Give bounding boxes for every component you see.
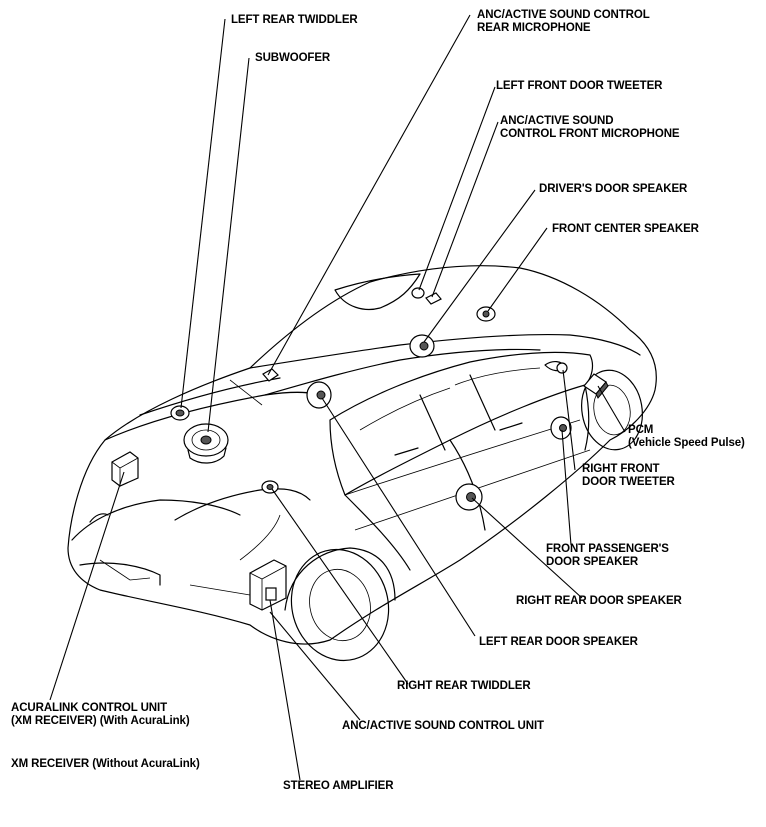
leader-lines xyxy=(49,14,626,781)
leader-right-rear-door-speaker xyxy=(471,497,583,599)
leader-subwoofer xyxy=(207,57,250,433)
anc-rear-microphone-icon xyxy=(262,368,279,382)
label-acuralink-line1: ACURALINK CONTROL UNIT xyxy=(11,702,168,714)
label-subwoofer: SUBWOOFER xyxy=(255,52,331,64)
label-pcm: PCM (Vehicle Speed Pulse) xyxy=(628,424,745,450)
left-rear-door-speaker-icon xyxy=(306,381,332,409)
leader-left-rear-door-speaker xyxy=(321,397,476,637)
leader-right-rear-twiddler xyxy=(271,488,409,685)
label-front-passenger-door-speaker-line1: FRONT PASSENGER'S xyxy=(546,543,669,555)
label-anc-front-microphone: ANC/ACTIVE SOUND CONTROL FRONT MICROPHON… xyxy=(500,115,680,141)
leader-right-front-door-tweeter xyxy=(562,369,576,471)
label-front-passenger-door-speaker-line2: DOOR SPEAKER xyxy=(546,556,639,568)
pcm-icon xyxy=(583,373,609,399)
leader-anc-front-microphone xyxy=(431,121,499,298)
label-right-front-door-tweeter: RIGHT FRONT DOOR TWEETER xyxy=(582,463,675,489)
label-front-passenger-door-speaker: FRONT PASSENGER'S DOOR SPEAKER xyxy=(546,543,669,569)
stereo-amplifier-icon xyxy=(249,559,287,611)
leader-anc-rear-microphone xyxy=(267,14,471,376)
anc-front-microphone-icon xyxy=(425,292,442,305)
front-center-speaker-icon xyxy=(476,306,496,322)
leader-stereo-amplifier xyxy=(269,599,301,781)
leader-acuralink xyxy=(49,471,125,701)
right-rear-door-speaker-icon xyxy=(455,483,483,511)
acuralink-control-unit-icon xyxy=(111,451,139,487)
label-right-rear-twiddler: RIGHT REAR TWIDDLER xyxy=(397,680,531,692)
label-right-rear-door-speaker: RIGHT REAR DOOR SPEAKER xyxy=(516,595,682,607)
label-left-front-door-tweeter: LEFT FRONT DOOR TWEETER xyxy=(496,80,663,92)
label-anc-rear-microphone: ANC/ACTIVE SOUND CONTROL REAR MICROPHONE xyxy=(477,9,650,35)
label-anc-front-microphone-line2: CONTROL FRONT MICROPHONE xyxy=(500,128,680,140)
label-right-front-door-tweeter-line2: DOOR TWEETER xyxy=(582,476,675,488)
leader-drivers-door-speaker xyxy=(423,189,536,343)
label-left-rear-door-speaker: LEFT REAR DOOR SPEAKER xyxy=(479,636,638,648)
label-acuralink-control-unit: ACURALINK CONTROL UNIT (XM RECEIVER) (Wi… xyxy=(11,702,190,728)
label-anc-rear-microphone-line2: REAR MICROPHONE xyxy=(477,22,591,34)
components xyxy=(111,287,609,611)
label-acuralink-line2: (XM RECEIVER) (With AcuraLink) xyxy=(11,715,190,727)
front-passenger-door-speaker-icon xyxy=(550,416,572,440)
subwoofer-icon xyxy=(183,423,229,464)
right-front-door-tweeter-icon xyxy=(556,362,568,374)
right-rear-twiddler-icon xyxy=(261,480,279,494)
drivers-door-speaker-icon xyxy=(409,334,435,358)
label-left-rear-twiddler: LEFT REAR TWIDDLER xyxy=(231,14,358,26)
label-xm-receiver: XM RECEIVER (Without AcuraLink) xyxy=(11,758,200,770)
leader-anc-control-unit xyxy=(269,611,361,721)
leader-left-rear-twiddler xyxy=(180,18,226,409)
car-outline xyxy=(67,265,657,662)
label-pcm-line2: (Vehicle Speed Pulse) xyxy=(628,437,745,449)
left-rear-twiddler-icon xyxy=(170,405,190,421)
label-anc-front-microphone-line1: ANC/ACTIVE SOUND xyxy=(500,115,614,127)
label-right-front-door-tweeter-line1: RIGHT FRONT xyxy=(582,463,660,475)
label-pcm-line1: PCM xyxy=(628,424,654,436)
label-anc-rear-microphone-line1: ANC/ACTIVE SOUND CONTROL xyxy=(477,9,650,21)
label-drivers-door-speaker: DRIVER'S DOOR SPEAKER xyxy=(539,183,688,195)
left-front-door-tweeter-icon xyxy=(411,287,425,299)
label-anc-control-unit: ANC/ACTIVE SOUND CONTROL UNIT xyxy=(342,720,544,732)
leader-pcm xyxy=(597,385,626,433)
label-stereo-amplifier: STEREO AMPLIFIER xyxy=(283,780,394,792)
leader-front-center-speaker xyxy=(487,227,548,312)
leader-left-front-door-tweeter xyxy=(418,86,496,291)
leader-front-passenger-door-speaker xyxy=(561,429,572,546)
label-front-center-speaker: FRONT CENTER SPEAKER xyxy=(552,223,699,235)
